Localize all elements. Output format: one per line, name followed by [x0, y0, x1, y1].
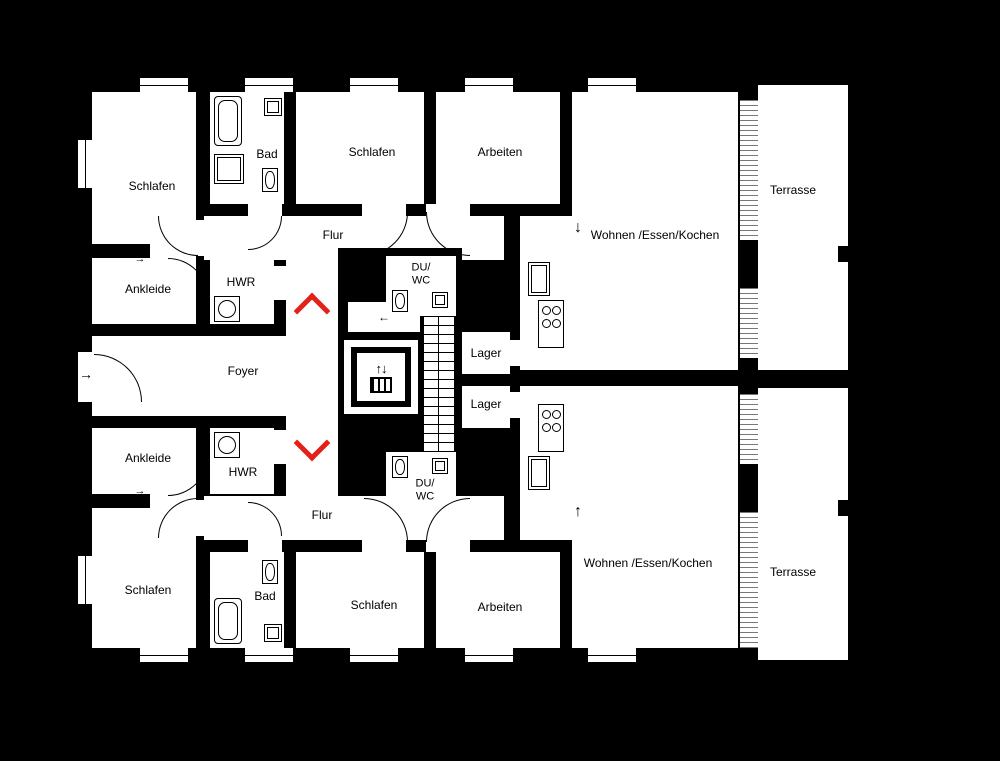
- room-label-hwr-top: HWR: [226, 275, 256, 290]
- entry-arrow-icon: ↓: [574, 219, 582, 236]
- terrace-glazing: [740, 100, 758, 240]
- door-opening: [510, 392, 520, 418]
- room-label-schlafen-bottom-left: Schlafen: [124, 583, 172, 598]
- terrace-glazing: [740, 394, 758, 464]
- room-label-bad-bottom: Bad: [254, 589, 276, 604]
- room-label-flur-bottom: Flur: [311, 508, 333, 523]
- window-symbol: [78, 556, 92, 604]
- door-arrow-icon: →: [134, 253, 146, 265]
- sink-icon: [432, 458, 448, 474]
- bathtub-icon: [214, 96, 242, 146]
- stove-icon: [538, 404, 564, 452]
- terrace-top: [758, 85, 848, 370]
- door-opening: [196, 220, 204, 256]
- room-label-duwc-bottom: DU/ WC: [415, 477, 435, 502]
- room-label-hwr-bottom: HWR: [228, 465, 258, 480]
- toilet-icon: [262, 168, 278, 192]
- window-symbol: [588, 648, 636, 662]
- kitchen-sink-icon: [528, 456, 550, 490]
- window-symbol: [588, 78, 636, 92]
- sink-icon: [264, 624, 282, 642]
- room-label-arbeiten-bottom: Arbeiten: [477, 600, 523, 615]
- door-swing: [168, 456, 208, 496]
- terrace-post: [838, 246, 848, 262]
- room-arbeiten-bottom: [436, 552, 560, 648]
- stair-direction-arrow-icon: ←: [378, 310, 390, 324]
- door-opening: [274, 266, 286, 300]
- room-schlafen-bottom-middle: [296, 552, 424, 648]
- sink-icon: [432, 292, 448, 308]
- room-label-foyer: Foyer: [227, 364, 259, 379]
- room-label-wohnen-bottom: Wohnen /Essen/Kochen: [583, 556, 713, 571]
- room-wohnen-top: [572, 92, 738, 370]
- room-label-bad-top: Bad: [256, 147, 278, 162]
- room-lager-bottom: [462, 386, 510, 428]
- stair-handrail: [438, 298, 439, 464]
- window-symbol: [245, 78, 293, 92]
- door-opening: [362, 540, 406, 552]
- elevator-grille-icon: [370, 376, 392, 393]
- stove-icon: [538, 300, 564, 348]
- door-arrow-icon: →: [134, 485, 146, 497]
- window-symbol: [350, 648, 398, 662]
- window-symbol: [140, 648, 188, 662]
- room-schlafen-top-middle: [296, 92, 424, 204]
- window-symbol: [140, 78, 188, 92]
- room-label-lager-bottom: Lager: [470, 397, 502, 412]
- stairs: [424, 298, 454, 464]
- window-symbol: [78, 140, 92, 188]
- elevator-car: ↑↓: [357, 353, 405, 401]
- room-label-flur-top: Flur: [322, 228, 344, 243]
- room-label-schlafen-top-middle: Schlafen: [348, 145, 396, 160]
- washer-icon: [214, 296, 240, 322]
- terrace-post: [838, 500, 848, 516]
- room-label-wohnen-top: Wohnen /Essen/Kochen: [590, 228, 720, 243]
- room-label-schlafen-bottom-middle: Schlafen: [350, 598, 398, 613]
- room-label-arbeiten-top: Arbeiten: [477, 145, 523, 160]
- room-label-terrasse-top: Terrasse: [769, 183, 817, 198]
- door-opening: [426, 540, 470, 552]
- room-label-lager-top: Lager: [470, 346, 502, 361]
- room-label-terrasse-bottom: Terrasse: [769, 565, 817, 580]
- door-opening: [248, 204, 282, 216]
- room-label-ankleide-top: Ankleide: [124, 282, 172, 297]
- door-opening: [274, 430, 286, 464]
- toilet-icon: [262, 560, 278, 584]
- door-opening: [510, 340, 520, 366]
- toilet-icon: [392, 290, 408, 312]
- door-opening: [248, 540, 282, 552]
- door-swing: [168, 258, 208, 298]
- shower-icon: [214, 154, 244, 184]
- entry-arrow-icon: ↑: [574, 503, 582, 520]
- window-symbol: [465, 648, 513, 662]
- window-symbol: [465, 78, 513, 92]
- terrace-glazing: [740, 288, 758, 358]
- room-wohnen-bottom: [572, 386, 738, 648]
- entry-arrow-icon: →: [79, 366, 93, 382]
- elevator-arrows-icon: ↑↓: [375, 360, 388, 376]
- door-opening: [196, 500, 204, 536]
- kitchen-sink-icon: [528, 262, 550, 296]
- window-symbol: [350, 78, 398, 92]
- room-label-schlafen-top-left: Schlafen: [128, 179, 176, 194]
- room-arbeiten-top: [436, 92, 560, 204]
- door-opening: [78, 352, 92, 402]
- terrace-glazing: [740, 512, 758, 648]
- bathtub-icon: [214, 598, 242, 644]
- room-label-duwc-top: DU/ WC: [411, 261, 431, 286]
- room-label-ankleide-bottom: Ankleide: [124, 451, 172, 466]
- window-symbol: [245, 648, 293, 662]
- room-lager-top: [462, 332, 510, 374]
- terrace-bottom: [758, 388, 848, 660]
- toilet-icon: [392, 456, 408, 478]
- sink-icon: [264, 98, 282, 116]
- washer-icon: [214, 432, 240, 458]
